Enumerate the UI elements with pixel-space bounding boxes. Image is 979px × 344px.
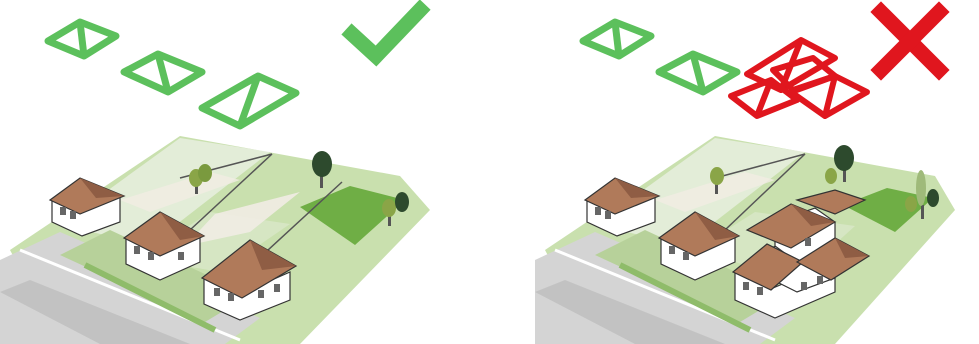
panel-compatible <box>0 0 470 344</box>
panel-incompatible <box>535 0 979 344</box>
neighborhood-ground <box>0 136 430 344</box>
cross-mark-icon <box>881 12 939 70</box>
compatible-scene <box>0 0 470 344</box>
roof-outline-icon-2 <box>124 54 202 92</box>
roof-outline-icon-2 <box>659 54 737 92</box>
roof-outline-icon-1 <box>48 22 116 56</box>
large-roof-outline-icon <box>731 40 867 116</box>
roof-outline-icon-1 <box>583 22 651 56</box>
check-mark-icon <box>352 10 420 56</box>
incompatible-scene <box>535 0 979 344</box>
neighborhood-ground <box>535 136 955 344</box>
roof-outline-icon-3 <box>202 76 296 126</box>
